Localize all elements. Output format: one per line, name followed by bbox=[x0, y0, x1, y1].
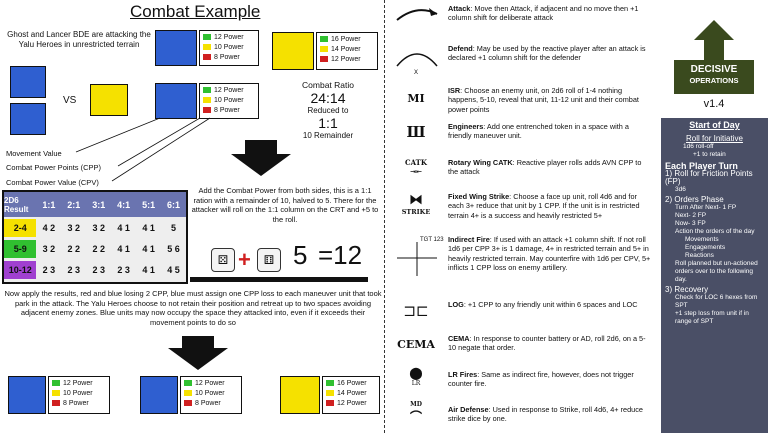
crt-row-5-9: 5-9 3 2 2 2 2 2 4 1 4 1 5 6 bbox=[4, 240, 186, 258]
lancer-counter-large bbox=[155, 30, 197, 66]
explain-text: Add the Combat Power from both sides, th… bbox=[191, 186, 379, 224]
rule-attack: Attack: Move then Attack, if adjacent an… bbox=[448, 4, 639, 23]
down-arrow-1-body bbox=[245, 140, 277, 154]
order-item-5: Movements bbox=[685, 236, 719, 243]
pointer-arrow-line bbox=[190, 277, 368, 282]
ghost-unit-counter bbox=[10, 103, 46, 135]
version-label: v1.4 bbox=[703, 98, 725, 110]
order-item-7: Reactions bbox=[685, 252, 714, 259]
strike-bowtie-icon: ⧓STRIKE bbox=[401, 192, 431, 216]
roll-initiative-heading: Roll for Initiative bbox=[686, 134, 743, 143]
page-title: Combat Example bbox=[130, 2, 261, 21]
cema-icon: CEMA bbox=[397, 338, 435, 351]
ghost-counter-large bbox=[155, 83, 197, 119]
orders-heading: 2) Orders Phase bbox=[665, 195, 724, 204]
equation-result: =12 bbox=[318, 240, 363, 270]
ghost-result-counter bbox=[140, 376, 178, 414]
combat-results-table: 2D6 Result 1:1 2:1 3:1 4:1 5:1 6:1 2-4 4… bbox=[2, 190, 188, 284]
engineers-icon: Ш bbox=[406, 123, 426, 141]
order-item-1: Turn After Next- 1 FP bbox=[675, 204, 737, 211]
lr-fires-icon: ⬤LR bbox=[409, 366, 423, 387]
legend-cpv: Combat Power Value (CPV) bbox=[6, 178, 99, 187]
results-text: Now apply the results, red and blue losi… bbox=[4, 289, 382, 327]
init-item-2: +1 to retain bbox=[693, 151, 726, 158]
combat-ratio-block: Combat Ratio 24:14 Reduced to 1:1 10 Rem… bbox=[302, 80, 354, 140]
equation-five: 5 bbox=[293, 240, 308, 270]
svg-text:X: X bbox=[414, 70, 418, 74]
rule-defend: Defend: May be used by the reactive play… bbox=[448, 44, 646, 63]
each-player-turn-heading: Each Player Turn bbox=[665, 161, 738, 171]
crt-row-2-4: 2-4 4 2 3 2 3 2 4 1 4 1 5 bbox=[4, 219, 186, 237]
plus-sign: + bbox=[238, 247, 251, 272]
rule-indirect-fire: Indirect Fire: If used with an attack +1… bbox=[448, 235, 651, 272]
rule-log: LOG: +1 CPP to any friendly unit within … bbox=[448, 300, 638, 309]
rule-isr: ISR: Choose an enemy unit, on 2d6 roll o… bbox=[448, 86, 639, 114]
ghost-result-power: 12 Power 10 Power 8 Power bbox=[180, 376, 242, 414]
init-item-1: 1d6 roll-off bbox=[683, 143, 714, 150]
yalu-unit-counter bbox=[90, 84, 128, 116]
rule-engineers: Engineers: Add one entrenched token in a… bbox=[448, 122, 629, 141]
catk-icon: CATK⇥⇤ bbox=[405, 158, 427, 176]
order-item-8: Roll planned but un-actioned orders over… bbox=[675, 260, 758, 283]
target-crosshair-icon bbox=[397, 242, 437, 276]
lancer-power-box: 12 Power 10 Power 8 Power bbox=[199, 30, 259, 66]
page-divider bbox=[384, 0, 385, 433]
logo-line2: OPERATIONS bbox=[689, 76, 739, 85]
tgt-label: TGT 123 bbox=[420, 237, 444, 243]
die-2-icon: ⚅ bbox=[257, 248, 281, 272]
yalu-result-counter bbox=[280, 376, 320, 414]
rule-lr-fires: LR Fires: Same as indirect fire, however… bbox=[448, 370, 634, 389]
ghost-power-box: 12 Power 10 Power 8 Power bbox=[199, 83, 259, 119]
legend-cpp: Combat Power Points (CPP) bbox=[6, 163, 102, 172]
crt-row-10-12: 10-12 2 3 2 3 2 3 2 3 4 1 4 5 bbox=[4, 261, 186, 279]
isr-mi-icon: MI bbox=[407, 92, 425, 105]
legend-movement: Movement Value bbox=[6, 149, 62, 158]
lancer-unit-counter bbox=[10, 66, 46, 98]
rule-rotary-catk: Rotary Wing CATK: Reactive player rolls … bbox=[448, 158, 642, 177]
order-item-4: Action the orders of the day bbox=[675, 228, 755, 235]
die-1-icon: ⚄ bbox=[211, 248, 235, 272]
decisive-operations-logo bbox=[674, 20, 754, 94]
crt-header-row: 2D6 Result 1:1 2:1 3:1 4:1 5:1 6:1 bbox=[4, 192, 186, 217]
rule-cema: CEMA: In response to counter battery or … bbox=[448, 334, 646, 353]
recovery-heading: 3) Recovery bbox=[665, 285, 709, 294]
recovery-item-1: Check for LOC 6 hexes from SPT bbox=[675, 294, 758, 309]
rule-air-defense: Air Defense: Used in response to Strike,… bbox=[448, 405, 643, 424]
turn-sequence-sidebar: Start of Day Roll for Initiative 1d6 rol… bbox=[661, 118, 768, 433]
lancer-result-counter bbox=[8, 376, 46, 414]
vs-label: VS bbox=[63, 95, 77, 106]
rule-fixed-wing-strike: Fixed Wing Strike: Choose a face up unit… bbox=[448, 192, 640, 220]
order-item-3: Now- 3 FP bbox=[675, 220, 706, 227]
start-of-day-heading: Start of Day bbox=[689, 120, 740, 130]
yalu-counter-large bbox=[272, 32, 314, 70]
lancer-result-power: 12 Power 10 Power 8 Power bbox=[48, 376, 110, 414]
friction-item: 3d6 bbox=[675, 186, 686, 193]
down-arrow-2-body bbox=[182, 336, 214, 348]
legend-pointer-lines bbox=[75, 117, 211, 182]
rotary-arrows-icon: ⇥⇤ bbox=[410, 167, 422, 176]
defend-arc-icon: X bbox=[396, 53, 438, 74]
order-item-6: Engagements bbox=[685, 244, 726, 251]
yalu-result-power: 16 Power 14 Power 12 Power bbox=[322, 376, 380, 414]
logo-line1: DECISIVE bbox=[690, 64, 738, 75]
down-arrow-2 bbox=[168, 348, 228, 370]
log-icon: ⊐⊏ bbox=[403, 302, 429, 320]
order-item-2: Next- 2 FP bbox=[675, 212, 707, 219]
intro-text: Ghost and Lancer BDE are attacking the Y… bbox=[7, 30, 151, 49]
air-defense-icon: MD⌒ bbox=[409, 401, 422, 424]
friction-heading: 1) Roll for Friction Points (FP) bbox=[665, 169, 753, 186]
attack-arrow-icon bbox=[396, 8, 438, 21]
recovery-item-2: +1 step loss from unit if in range of SP… bbox=[675, 310, 749, 325]
down-arrow-1 bbox=[231, 154, 291, 176]
yalu-power-box: 16 Power 14 Power 12 Power bbox=[316, 32, 378, 70]
